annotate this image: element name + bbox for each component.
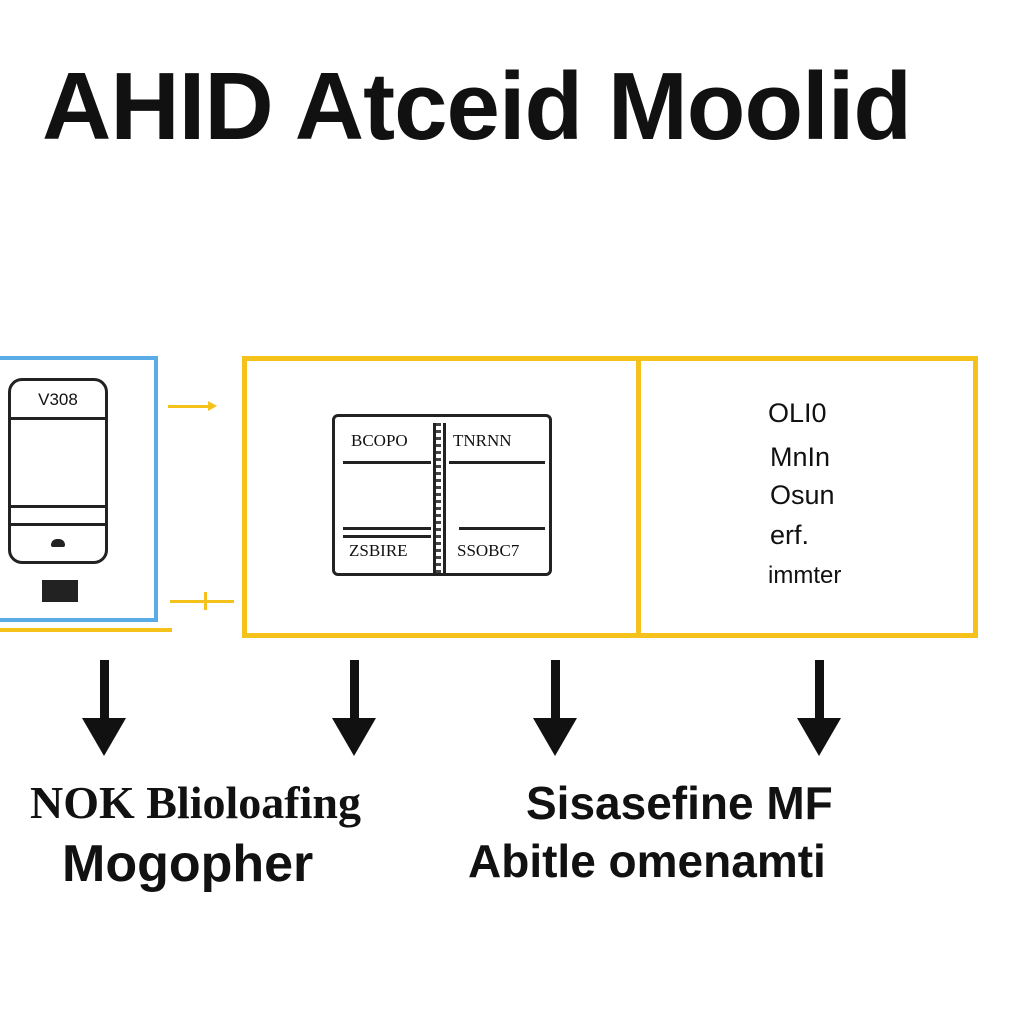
- device-panel-underline: [0, 628, 172, 632]
- phone-home-button-icon: [51, 539, 65, 547]
- arrow-right-icon: [208, 401, 217, 411]
- connector-arrow-top: [168, 405, 210, 408]
- process-panel: [242, 356, 978, 638]
- process-panel-divider: [636, 356, 641, 638]
- arrow-down-icon: [332, 660, 376, 758]
- card-fold-line: [443, 423, 446, 573]
- list-item: Osun: [770, 480, 835, 510]
- arrow-down-icon: [82, 660, 126, 758]
- phone-icon: V308: [8, 378, 108, 564]
- phone-divider: [11, 523, 105, 526]
- list-item: immter: [768, 562, 842, 589]
- card-footer-left: ZSBIRE: [349, 541, 408, 560]
- card-header-right: TNRNN: [453, 431, 512, 450]
- card-rule: [459, 527, 545, 530]
- connector-tick: [204, 592, 207, 610]
- card-header-left: BCOPO: [351, 431, 408, 450]
- card-rule: [343, 535, 431, 538]
- card-footer-right: SSOBC7: [457, 541, 520, 560]
- output-label-right-line1: Sisasefine MF: [526, 777, 833, 829]
- output-label-left-line2: Mogopher: [62, 835, 314, 893]
- card-rule: [343, 461, 431, 464]
- document-card-icon: BCOPO TNRNN ZSBIRE SSOBC7: [332, 414, 552, 576]
- output-label-left-line1: NOK Blioloafing: [30, 777, 361, 828]
- phone-screen-label: V308: [11, 381, 105, 420]
- output-label-right-line2: Abitle omenamti: [468, 835, 826, 887]
- list-item: OLI0: [768, 398, 827, 428]
- device-panel: [0, 356, 158, 622]
- card-perforation: [436, 423, 441, 573]
- connector-line-bottom: [170, 600, 234, 603]
- phone-base-icon: [42, 580, 78, 602]
- card-rule: [343, 527, 431, 530]
- card-fold-line: [433, 423, 436, 573]
- arrow-down-icon: [533, 660, 577, 758]
- diagram-title: AHID Atceid Moolid: [42, 53, 912, 160]
- card-rule: [449, 461, 545, 464]
- list-item: MnIn: [770, 442, 831, 472]
- list-item: erf.: [770, 520, 810, 550]
- phone-divider: [11, 505, 105, 508]
- arrow-down-icon: [797, 660, 841, 758]
